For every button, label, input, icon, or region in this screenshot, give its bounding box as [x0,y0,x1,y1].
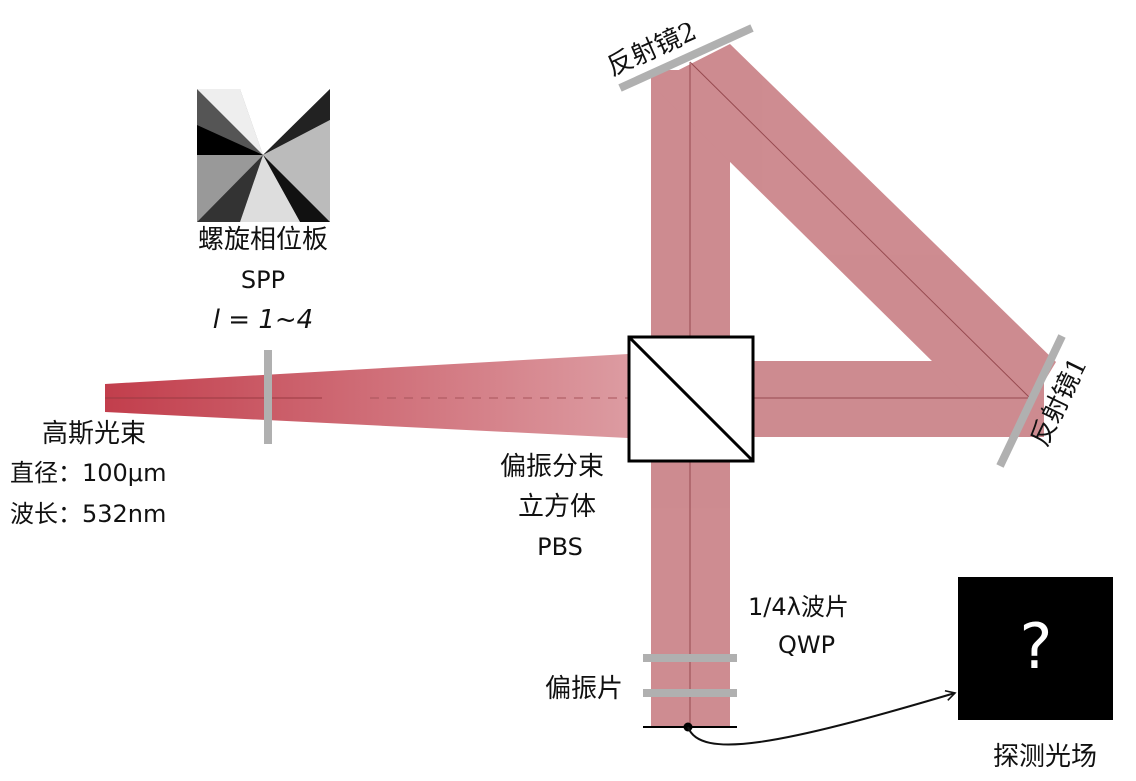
pbs-label-line2: 立方体 [518,492,596,522]
detector-label: 探测光场 [993,742,1097,772]
spp-order: l = 1~4 [213,305,313,335]
qwp-name: 1/4λ波片 [748,593,849,621]
mirror-1 [996,334,1066,468]
spp-name: 螺旋相位板 [198,225,328,255]
detection-arrow [687,689,957,746]
qwp-abbr: QWP [778,631,835,659]
polarizer-label: 偏振片 [545,674,623,704]
mirror-2 [618,24,754,92]
pbs-diagonal [628,336,754,462]
detector-screen [958,577,1113,720]
unknown-field-symbol: ? [1020,610,1053,683]
spp-abbr: SPP [241,266,285,294]
qwp-plate [643,654,737,662]
polarizer-plate [643,689,737,697]
pbs-abbr: PBS [537,533,583,561]
input-gaussian-beam [105,354,628,438]
source-wavelength: 波长：532nm [10,500,166,528]
source-diameter: 直径：100μm [10,459,166,487]
diagonal-beam [651,44,1056,438]
source-name: 高斯光束 [42,419,146,449]
pbs-label-line1: 偏振分束 [500,452,604,482]
spp-plate [264,350,272,444]
diagonal-beam-axis [689,61,1031,399]
spp-phase-pattern [197,89,330,222]
